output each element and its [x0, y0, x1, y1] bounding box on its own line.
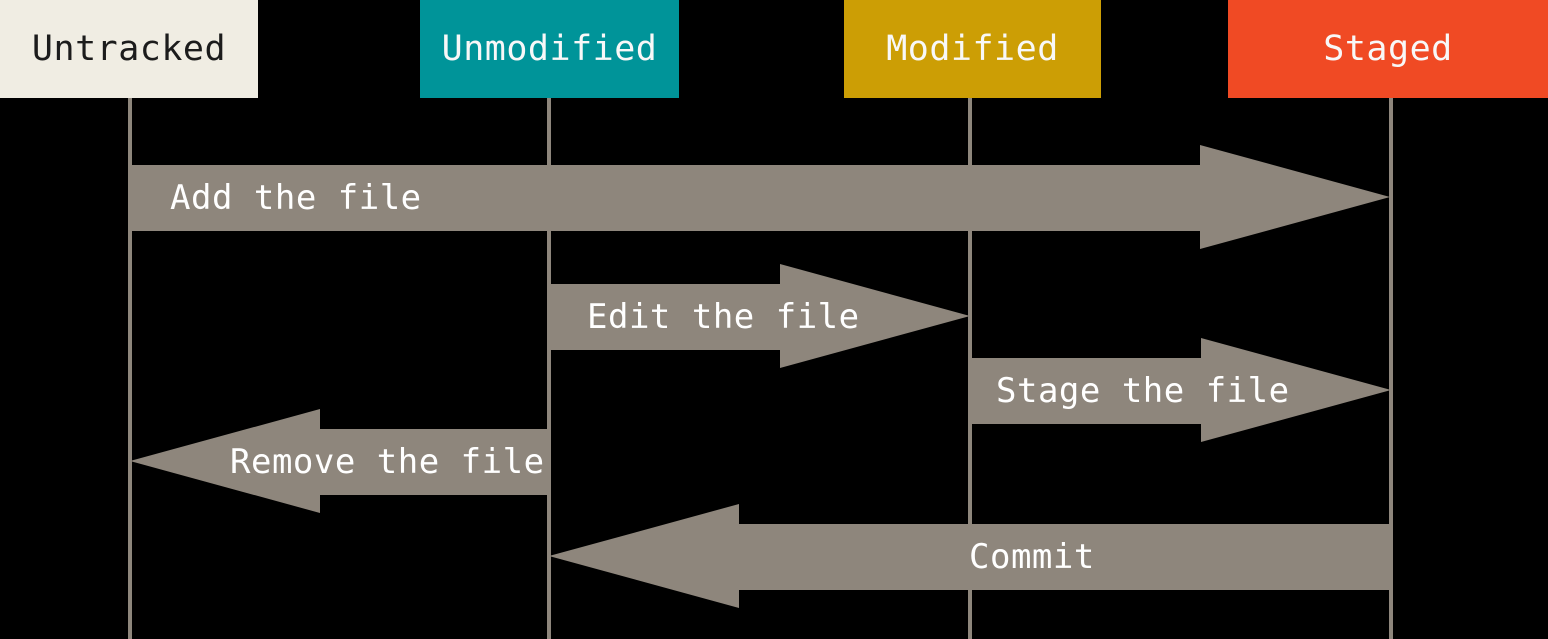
transition-label: Commit: [969, 536, 1095, 577]
arrow-shaft: [319, 428, 549, 495]
state-label-untracked: Untracked: [31, 29, 227, 69]
state-label-staged: Staged: [1323, 29, 1453, 69]
state-box-unmodified: Unmodified: [420, 0, 679, 98]
transition-label: Edit the file: [587, 296, 860, 337]
state-box-staged: Staged: [1228, 0, 1548, 98]
arrow-shaft: [549, 283, 781, 350]
arrow-shaft: [130, 164, 1201, 231]
transition-arrow-remove-the-file: Remove the file: [130, 409, 549, 514]
arrow-shaft: [738, 523, 1389, 590]
right-arrowhead-icon: [780, 264, 970, 368]
transition-label: Remove the file: [230, 441, 545, 482]
lifeline-staged: [1389, 98, 1393, 639]
transition-arrow-commit: Commit: [549, 504, 1389, 609]
state-box-untracked: Untracked: [0, 0, 258, 98]
state-label-modified: Modified: [886, 29, 1059, 69]
left-arrowhead-icon: [130, 409, 320, 513]
transition-arrow-stage-the-file: Stage the file: [970, 338, 1391, 443]
state-label-unmodified: Unmodified: [441, 29, 658, 69]
right-arrowhead-icon: [1201, 338, 1391, 442]
left-arrowhead-icon: [549, 504, 739, 608]
transition-label: Add the file: [170, 177, 422, 218]
state-box-modified: Modified: [844, 0, 1101, 98]
transition-arrow-edit-the-file: Edit the file: [549, 264, 970, 369]
arrow-shaft: [970, 357, 1202, 424]
transition-label: Stage the file: [996, 370, 1290, 411]
lifeline-untracked: [128, 98, 132, 639]
transition-arrow-add-the-file: Add the file: [130, 145, 1390, 250]
right-arrowhead-icon: [1200, 145, 1390, 249]
lifeline-unmodified: [547, 98, 551, 639]
